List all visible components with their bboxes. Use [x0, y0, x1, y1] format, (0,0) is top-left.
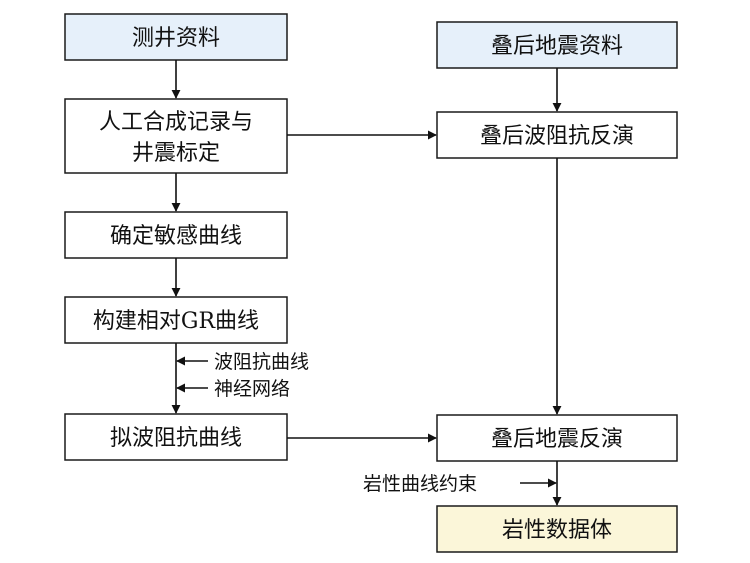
node-poststack-impedance-label: 叠后波阻抗反演 — [480, 124, 634, 149]
node-sensitive-curve: 确定敏感曲线 — [64, 211, 288, 259]
node-pseudo-impedance-box — [64, 413, 288, 461]
node-poststack-inversion-box — [436, 414, 678, 462]
node-synthetic-calibration: 人工合成记录与 井震标定 — [64, 98, 288, 174]
node-relative-gr-label: 构建相对GR曲线 — [93, 309, 259, 334]
node-poststack-seismic-label: 叠后地震资料 — [491, 34, 623, 59]
node-synthetic-calibration-label-line2: 井震标定 — [132, 141, 220, 166]
node-poststack-inversion-label: 叠后地震反演 — [491, 427, 623, 452]
node-sensitive-curve-label: 确定敏感曲线 — [110, 224, 242, 249]
node-lithology-volume-box — [436, 505, 678, 553]
node-relative-gr: 构建相对GR曲线 — [64, 296, 288, 344]
node-poststack-inversion: 叠后地震反演 — [436, 414, 678, 462]
node-poststack-seismic: 叠后地震资料 — [436, 21, 678, 69]
node-poststack-seismic-box — [436, 21, 678, 69]
node-well-data: 测井资料 — [64, 13, 288, 61]
node-pseudo-impedance-label: 拟波阻抗曲线 — [110, 426, 242, 451]
side-label-neural-network: 神经网络 — [214, 378, 290, 400]
node-relative-gr-box — [64, 296, 288, 344]
node-sensitive-curve-box — [64, 211, 288, 259]
node-pseudo-impedance: 拟波阻抗曲线 — [64, 413, 288, 461]
node-well-data-box — [64, 13, 288, 61]
node-well-data-label: 测井资料 — [132, 26, 220, 51]
node-lithology-volume-label: 岩性数据体 — [502, 518, 612, 543]
node-synthetic-calibration-box — [64, 98, 288, 174]
node-lithology-volume: 岩性数据体 — [436, 505, 678, 553]
side-label-impedance-curve: 波阻抗曲线 — [214, 351, 309, 373]
node-synthetic-calibration-label-line1: 人工合成记录与 — [99, 110, 253, 135]
side-label-lithology-constraint: 岩性曲线约束 — [363, 473, 477, 495]
node-poststack-impedance: 叠后波阻抗反演 — [436, 111, 678, 159]
